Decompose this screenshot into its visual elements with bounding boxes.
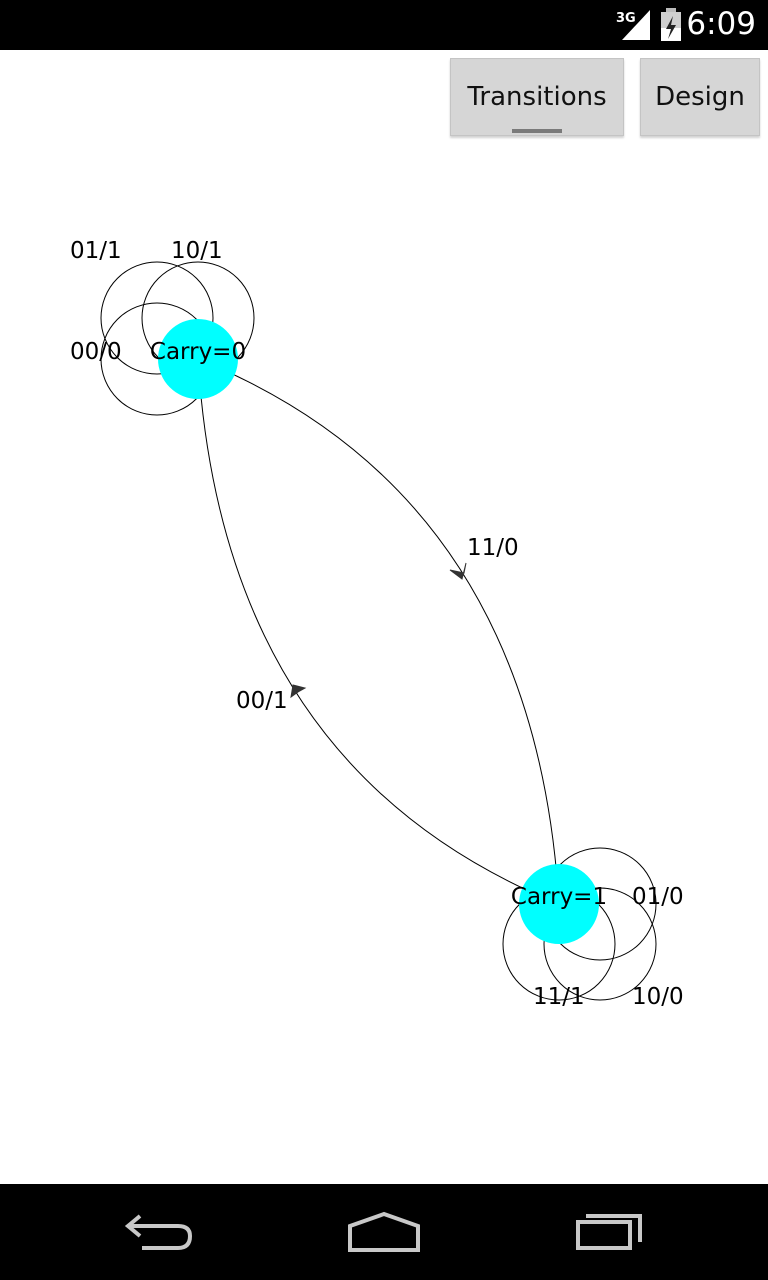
loop-label-carry0-10-1: 10/1 <box>171 238 223 264</box>
back-icon[interactable] <box>118 1202 198 1262</box>
loop-label-carry0-01-1: 01/1 <box>70 238 122 264</box>
nav-bar <box>0 1184 768 1280</box>
battery-icon <box>661 8 681 41</box>
status-bar: 3G 6:09 <box>0 0 768 50</box>
loop-label-carry1-11-1: 11/1 <box>533 984 585 1010</box>
network-type-label: 3G <box>616 11 636 26</box>
arrowhead-11-0 <box>449 562 467 580</box>
design-button-label: Design <box>655 82 745 112</box>
design-button[interactable]: Design <box>640 58 760 136</box>
state-node-carry1[interactable] <box>519 864 599 944</box>
transition-edge-00-1[interactable] <box>197 358 560 905</box>
home-icon[interactable] <box>344 1202 424 1262</box>
loop-label-carry0-00-0: 00/0 <box>70 339 122 365</box>
signal-icon: 3G <box>616 10 650 40</box>
transitions-button[interactable]: Transitions <box>450 58 624 136</box>
transition-label-00-1: 00/1 <box>236 688 288 714</box>
self-loop-carry1-10-0[interactable] <box>543 887 657 1001</box>
state-diagram: Carry=0 Carry=1 01/1 10/1 00/0 01/0 11/1… <box>70 238 684 1010</box>
self-loop-carry0-01-1[interactable] <box>100 261 214 375</box>
loop-label-carry1-01-0: 01/0 <box>632 884 684 910</box>
recents-icon[interactable] <box>570 1202 650 1262</box>
state-node-carry0[interactable] <box>158 319 238 399</box>
status-time: 6:09 <box>686 6 756 42</box>
transition-label-11-0: 11/0 <box>467 535 519 561</box>
transitions-active-indicator <box>512 129 562 133</box>
state-label-carry0: Carry=0 <box>150 339 246 365</box>
arrowhead-00-1 <box>290 684 307 699</box>
state-label-carry1: Carry=1 <box>511 884 607 910</box>
loop-label-carry1-10-0: 10/0 <box>632 984 684 1010</box>
transition-edge-11-0[interactable] <box>197 358 560 905</box>
transitions-button-label: Transitions <box>467 82 607 112</box>
